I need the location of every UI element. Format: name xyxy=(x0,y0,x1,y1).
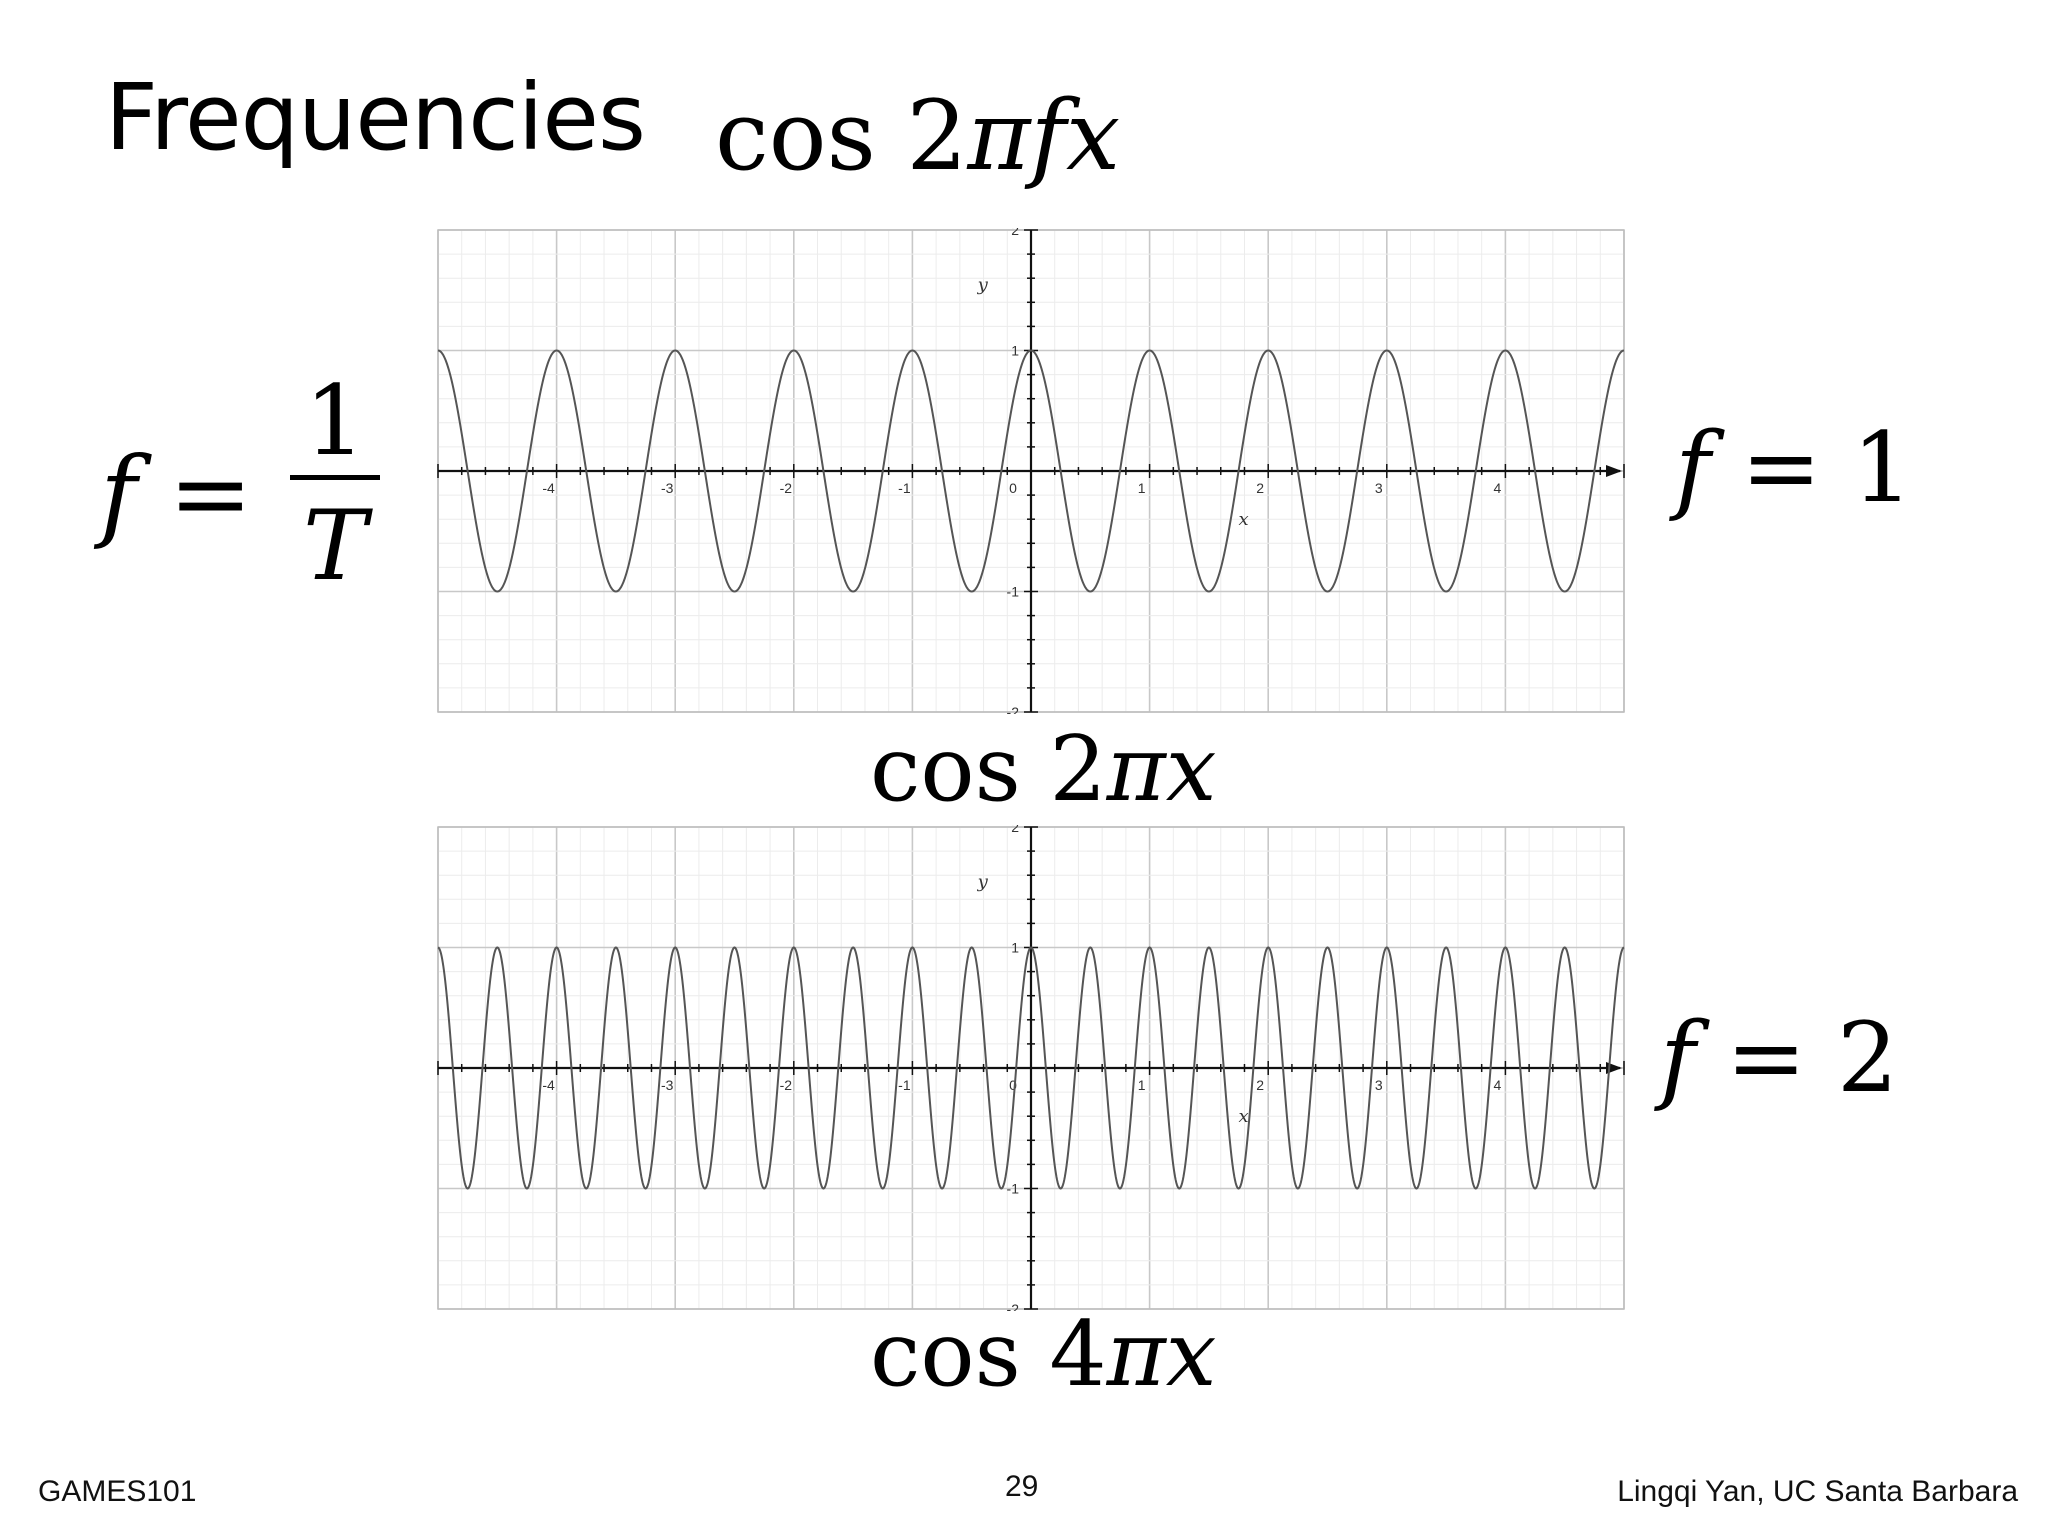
x-tick-label: 4 xyxy=(1494,1077,1502,1093)
x-tick-label: -3 xyxy=(661,480,674,496)
y-tick-label: -1 xyxy=(1007,584,1020,600)
x-axis-label: x xyxy=(1239,1106,1249,1127)
x-tick-label: -2 xyxy=(780,480,793,496)
x-tick-label: -2 xyxy=(780,1077,793,1093)
x-tick-label: 4 xyxy=(1494,480,1502,496)
x-tick-label: 3 xyxy=(1375,1077,1383,1093)
x-tick-label: -1 xyxy=(898,480,911,496)
y-tick-label: -2 xyxy=(1007,1301,1020,1311)
page-number: 29 xyxy=(1005,1470,1039,1503)
y-tick-label: -1 xyxy=(1007,1181,1020,1197)
x-axis-label: x xyxy=(1239,509,1249,530)
caption-cos-4pi-x: cos 4πx xyxy=(870,1302,1217,1407)
y-tick-label: 1 xyxy=(1011,940,1019,956)
frequency-label-f2: f = 2 xyxy=(1660,1002,1899,1114)
y-tick-label: -2 xyxy=(1007,704,1020,714)
x-tick-label: -4 xyxy=(542,480,555,496)
x-tick-label: 1 xyxy=(1138,1077,1146,1093)
period-formula-denominator: T xyxy=(302,490,368,602)
y-tick-label: 2 xyxy=(1011,228,1019,238)
x-tick-label: 1 xyxy=(1138,480,1146,496)
x-tick-label: 2 xyxy=(1256,1077,1264,1093)
x-tick-label: -4 xyxy=(542,1077,555,1093)
series-curve xyxy=(437,349,1625,593)
x-tick-label: -3 xyxy=(661,1077,674,1093)
chart-cos-2pi-x: -4 -3 -2 -1 0 1 2 3 4 2 1 -1 -2 x y xyxy=(437,228,1625,714)
slide-title: Frequencies xyxy=(105,64,646,171)
y-tick-label: 2 xyxy=(1011,825,1019,835)
y-axis-label: y xyxy=(977,871,989,892)
x-tick-label: 0 xyxy=(1009,1077,1017,1093)
x-tick-label: -1 xyxy=(898,1077,911,1093)
x-tick-label: 0 xyxy=(1009,480,1017,496)
chart-cos-4pi-x: -4 -3 -2 -1 0 1 2 3 4 2 1 -1 -2 x y xyxy=(437,825,1625,1311)
x-tick-label: 3 xyxy=(1375,480,1383,496)
title-formula: cos 2πfx xyxy=(715,80,1121,192)
y-tick-label: 1 xyxy=(1011,343,1019,359)
x-axis-arrow xyxy=(1606,465,1622,477)
frequency-label-f1: f = 1 xyxy=(1675,412,1914,524)
x-tick-label: 2 xyxy=(1256,480,1264,496)
period-formula-numerator: 1 xyxy=(304,365,366,477)
period-formula-lhs: f = xyxy=(100,435,253,552)
series-curve xyxy=(437,946,1625,1190)
footer-course: GAMES101 xyxy=(38,1475,197,1508)
footer-author: Lingqi Yan, UC Santa Barbara xyxy=(1617,1475,2018,1508)
y-axis-label: y xyxy=(977,274,989,295)
fraction-bar xyxy=(290,475,380,480)
caption-cos-2pi-x: cos 2πx xyxy=(870,717,1217,822)
